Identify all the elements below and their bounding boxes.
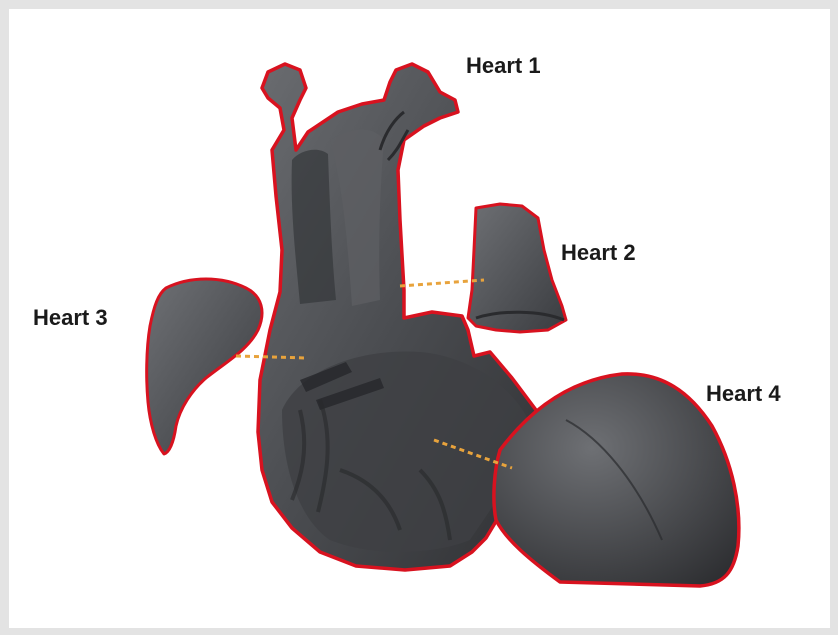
heart-3-label: Heart 3 — [33, 305, 108, 331]
heart-2-model — [468, 204, 566, 332]
heart-2-label: Heart 2 — [561, 240, 636, 266]
heart-1-label: Heart 1 — [466, 53, 541, 79]
heart-4-label: Heart 4 — [706, 381, 781, 407]
heart-3-model — [147, 279, 262, 454]
heart-3-body — [147, 279, 262, 454]
